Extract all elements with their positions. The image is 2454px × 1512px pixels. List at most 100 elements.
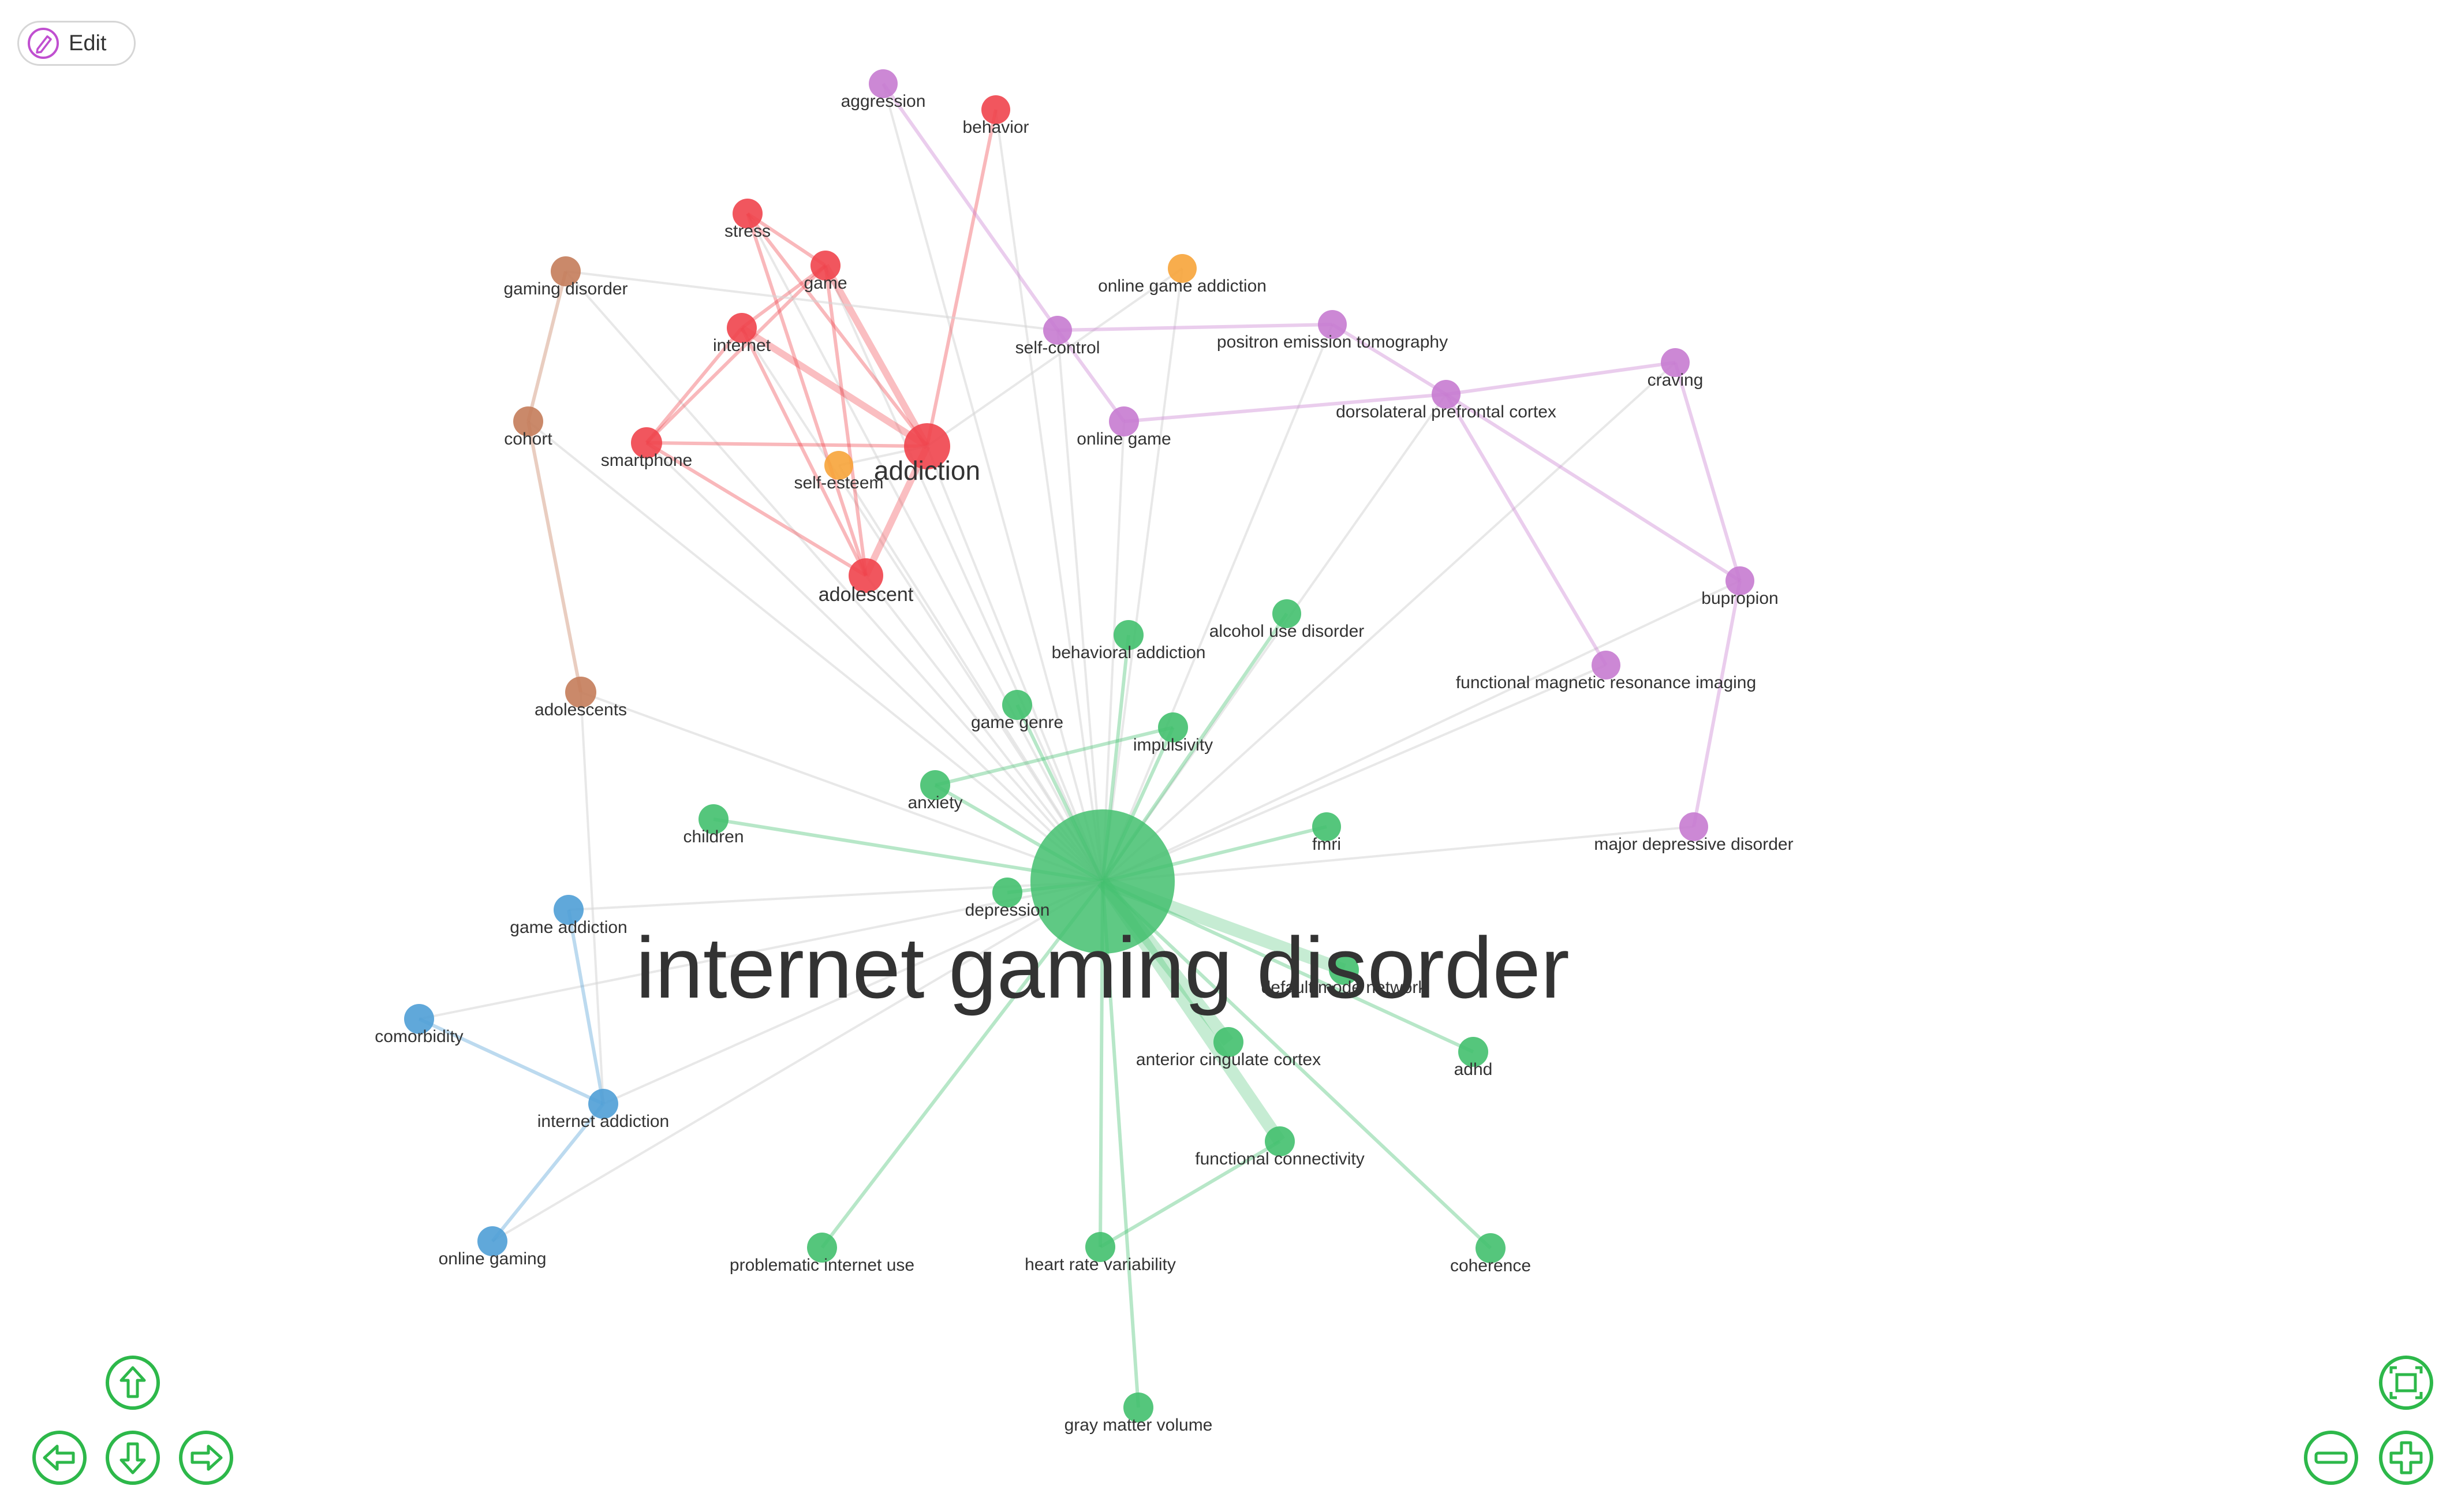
node-label-online-gaming: online gaming <box>439 1249 547 1268</box>
edge-aggression-self_control <box>882 83 1059 331</box>
node-adhd[interactable] <box>1458 1037 1488 1067</box>
edge-bupropion-mdd <box>1692 580 1742 827</box>
node-bupropion[interactable] <box>1725 566 1754 595</box>
edge-igd-craving <box>1101 361 1676 883</box>
node-dlpfc[interactable] <box>1432 380 1461 409</box>
node-label-online-game: online game <box>1077 430 1171 449</box>
node-adolescent[interactable] <box>849 558 883 593</box>
node-piu[interactable] <box>807 1233 837 1263</box>
edge-igd-internet <box>741 327 1104 883</box>
edge-igd-online_game_addiction <box>1101 268 1183 882</box>
node-label-hrv: heart rate variability <box>1025 1255 1176 1274</box>
node-label-dlpfc: dorsolateral prefrontal cortex <box>1336 402 1556 421</box>
edge-igd-addiction <box>926 446 1104 882</box>
node-game[interactable] <box>810 251 841 281</box>
node-game-addiction[interactable] <box>554 895 584 925</box>
node-self-control[interactable] <box>1043 316 1072 345</box>
node-default-mode[interactable] <box>1329 955 1359 985</box>
node-coherence[interactable] <box>1476 1233 1506 1263</box>
arrow-down-icon <box>106 1431 160 1485</box>
node-online-gaming[interactable] <box>477 1226 507 1256</box>
node-online-game[interactable] <box>1109 406 1139 436</box>
node-anxiety[interactable] <box>920 770 950 800</box>
node-stress[interactable] <box>733 199 763 229</box>
node-label-default-mode: default mode network <box>1261 978 1428 997</box>
node-label-piu: problematic internet use <box>730 1256 914 1275</box>
node-fmri[interactable] <box>1312 812 1341 841</box>
pan-up-button[interactable] <box>104 1354 162 1412</box>
pan-down-button[interactable] <box>104 1429 162 1487</box>
pencil-icon <box>28 28 59 59</box>
edge-igd-gray_matter <box>1101 881 1140 1408</box>
edge-dlpfc-bupropion <box>1445 393 1741 583</box>
node-adolescents[interactable] <box>565 677 596 708</box>
node-impulsivity[interactable] <box>1158 712 1188 742</box>
pan-left-button[interactable] <box>31 1429 88 1487</box>
node-label-internet-addiction: internet addiction <box>537 1112 670 1131</box>
edge-positron-dlpfc <box>1331 323 1447 396</box>
edge-self_control-online_game <box>1056 329 1126 423</box>
node-craving[interactable] <box>1661 348 1690 377</box>
edge-igd-smartphone <box>645 442 1104 883</box>
node-label-bupropion: bupropion <box>1701 589 1778 608</box>
fit-screen-icon <box>2379 1356 2433 1410</box>
node-comorbidity[interactable] <box>404 1004 434 1034</box>
node-internet-addiction[interactable] <box>588 1089 618 1119</box>
node-label-game-genre: game genre <box>971 713 1063 732</box>
node-positron[interactable] <box>1318 310 1347 339</box>
node-gray-matter[interactable] <box>1123 1392 1153 1423</box>
node-behavior[interactable] <box>981 95 1010 124</box>
arrow-left-icon <box>32 1431 87 1485</box>
edge-craving-bupropion <box>1674 362 1742 581</box>
node-aggression[interactable] <box>869 69 898 98</box>
node-igd[interactable] <box>1030 809 1175 954</box>
node-label-craving: craving <box>1648 371 1704 390</box>
node-label-coherence: coherence <box>1450 1256 1531 1275</box>
node-depression[interactable] <box>992 878 1022 908</box>
node-functional-connectivity[interactable] <box>1265 1126 1295 1156</box>
node-smartphone[interactable] <box>631 427 662 458</box>
node-behavioral-addiction[interactable] <box>1114 620 1144 650</box>
edge-comorbidity-internet_addiction <box>418 1017 604 1106</box>
zoom-out-button[interactable] <box>2302 1429 2360 1487</box>
edge-game_addiction-internet_addiction <box>567 909 605 1104</box>
edge-igd-piu <box>820 880 1104 1249</box>
edge-hrv-functional_connectivity <box>1099 1140 1281 1249</box>
edge-addiction-stress <box>746 212 929 447</box>
node-online-game-addiction[interactable] <box>1168 254 1197 283</box>
node-hrv[interactable] <box>1085 1232 1115 1262</box>
arrow-up-icon <box>106 1356 160 1410</box>
zoom-in-button[interactable] <box>2377 1429 2435 1487</box>
edge-igd-positron <box>1101 324 1334 882</box>
edit-button[interactable]: Edit <box>17 21 136 66</box>
edges-layer <box>418 83 1742 1408</box>
node-acc[interactable] <box>1213 1027 1243 1057</box>
edge-addiction-internet <box>739 324 929 450</box>
node-cohort[interactable] <box>513 406 543 436</box>
node-label-stress: stress <box>724 222 771 241</box>
edge-igd-dlpfc <box>1101 393 1447 883</box>
minus-icon <box>2304 1431 2358 1485</box>
node-mdd[interactable] <box>1679 812 1708 841</box>
edge-igd-behavior <box>995 109 1104 882</box>
edge-igd-game <box>824 265 1104 882</box>
node-internet[interactable] <box>727 313 757 343</box>
node-label-igd: internet gaming disorder <box>636 919 1570 1016</box>
edge-igd-mdd <box>1102 826 1694 883</box>
node-label-alcohol: alcohol use disorder <box>1209 622 1365 641</box>
node-game-genre[interactable] <box>1002 690 1032 720</box>
edge-dlpfc-fmri_long <box>1444 393 1608 666</box>
pan-right-button[interactable] <box>177 1429 235 1487</box>
node-gaming-disorder[interactable] <box>551 256 581 286</box>
node-alcohol[interactable] <box>1272 599 1301 628</box>
plus-icon <box>2379 1431 2433 1485</box>
fit-view-button[interactable] <box>2377 1354 2435 1412</box>
node-self-esteem[interactable] <box>824 451 853 480</box>
node-addiction[interactable] <box>904 423 950 469</box>
node-children[interactable] <box>699 804 729 834</box>
node-fmri-long[interactable] <box>1592 651 1620 680</box>
edge-game-stress <box>746 212 827 267</box>
node-label-game: game <box>804 274 847 293</box>
